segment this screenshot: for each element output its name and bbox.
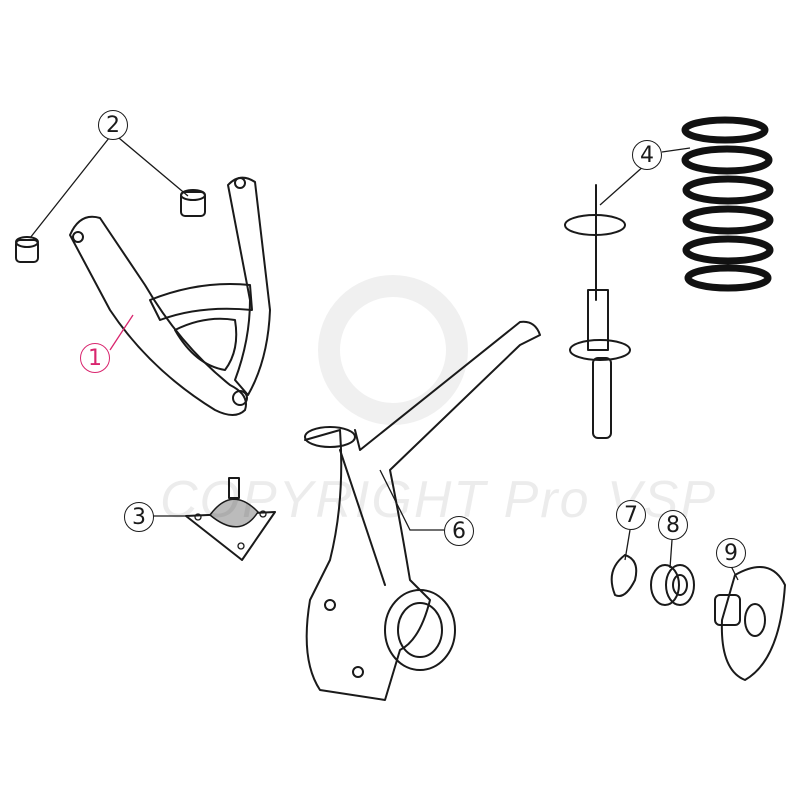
bushing-right [180,189,206,217]
ball-joint [185,477,276,561]
leader-line-1 [109,314,134,351]
steering-knuckle [304,320,541,701]
callout-9: 9 [716,538,746,568]
callout-7: 7 [616,500,646,530]
callout-3: 3 [124,502,154,532]
leader-line-4 [599,147,691,206]
shock-absorber [564,184,631,439]
leader-line-2 [29,132,189,239]
wheel-bearing [650,564,695,606]
coil-spring [681,116,774,292]
hub-flange [714,566,786,681]
callout-1: 1 [80,343,110,373]
callout-8: 8 [658,510,688,540]
bushing-left [15,236,39,263]
upper-control-arm [69,176,271,416]
callout-2: 2 [98,110,128,140]
callout-6: 6 [444,516,474,546]
snap-ring [610,554,638,597]
callout-4: 4 [632,140,662,170]
leader-line-6 [379,469,444,531]
